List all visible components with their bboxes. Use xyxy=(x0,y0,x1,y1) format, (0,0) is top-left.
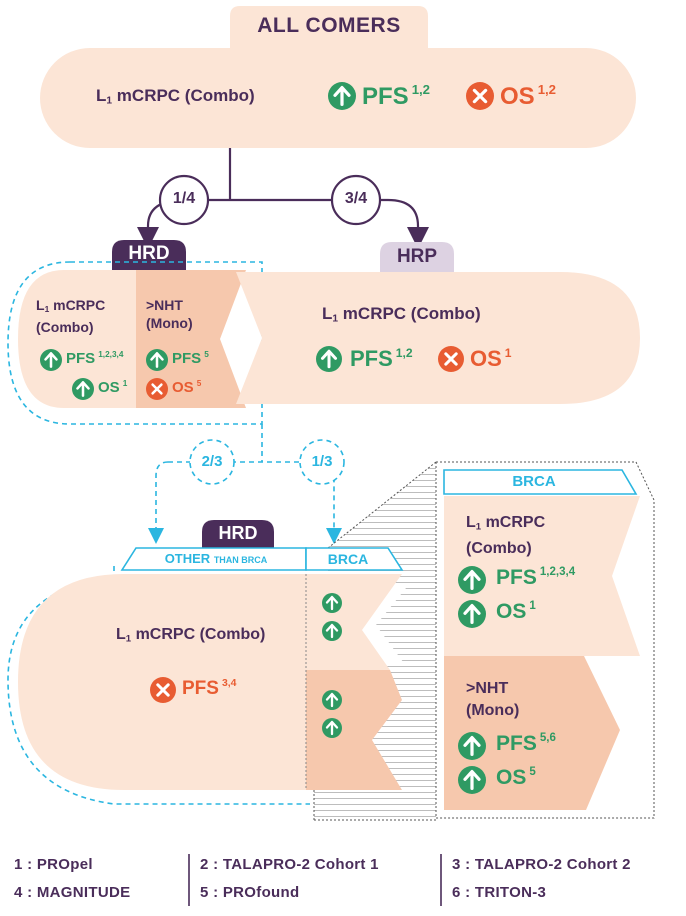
fraction-bubble-3-4 xyxy=(330,174,382,226)
other-than-brca-tab-label: OTHER THAN BRCA xyxy=(164,551,268,566)
hrd-mono-title: >NHT (Mono) xyxy=(146,297,193,331)
arrow-up-circle-icon xyxy=(322,718,342,738)
brca-mono-title: >NHT (Mono) xyxy=(466,680,520,719)
hrp-population: L1 mCRPC (Combo) xyxy=(322,304,481,325)
x-circle-icon xyxy=(146,378,168,400)
fraction-bubble-2-3 xyxy=(189,439,235,485)
arrow-up-circle-icon xyxy=(322,593,342,613)
x-circle-icon xyxy=(438,346,464,372)
brca-detail-mono-box xyxy=(444,656,620,810)
legend-item: 2 : TALAPRO-2 Cohort 1 xyxy=(200,856,379,873)
split-connector-2 xyxy=(148,424,342,544)
brca-detail-tab-label: BRCA xyxy=(512,473,556,490)
hrd-combo-title: L1 mCRPC (Combo) xyxy=(36,297,106,336)
x-circle-icon xyxy=(150,677,176,703)
hrp-box xyxy=(236,272,640,404)
legend-item: 3 : TALAPRO-2 Cohort 2 xyxy=(452,856,631,873)
hrd-dashed-outline xyxy=(7,261,263,425)
arrow-up-circle-icon xyxy=(322,621,342,641)
detail-dotted-outline xyxy=(435,461,655,819)
hrd-mono-box xyxy=(136,270,246,408)
arrow-up-circle-icon xyxy=(322,690,342,710)
fraction-label-1-3: 1/3 xyxy=(311,453,333,470)
hrd-combo-box xyxy=(18,270,136,408)
all-comers-header: ALL COMERS xyxy=(257,14,401,37)
arrow-up-circle-icon xyxy=(458,732,486,760)
legend-item: 6 : TRITON-3 xyxy=(452,884,547,901)
arrow-up-circle-icon xyxy=(458,600,486,628)
arrow-up-circle-icon xyxy=(146,349,168,371)
brca-combo-title: L1 mCRPC (Combo) xyxy=(466,514,546,558)
brca-small-tab xyxy=(305,547,404,571)
hrd-sub-badge-shape xyxy=(202,520,274,548)
fraction-label-3-4: 3/4 xyxy=(344,190,368,207)
arrow-up-circle-icon xyxy=(40,349,62,371)
x-circle-icon xyxy=(466,82,494,110)
legend-item: 1 : PROpel xyxy=(14,856,93,873)
brca-detail-tab xyxy=(443,469,638,495)
hrd-badge-shape xyxy=(112,240,186,270)
fraction-bubble-1-4 xyxy=(158,174,210,226)
hrd-sub-dashed-outline xyxy=(7,566,310,805)
brca-small-tab-label: BRCA xyxy=(327,551,369,567)
arrow-up-circle-icon xyxy=(316,346,342,372)
legend-item: 4 : MAGNITUDE xyxy=(14,884,131,901)
arrow-up-circle-icon xyxy=(328,82,356,110)
hrd-sub-badge: HRD xyxy=(218,523,258,543)
arrow-up-circle-icon xyxy=(458,566,486,594)
hrd-badge: HRD xyxy=(128,243,170,264)
brca-detail-combo-box xyxy=(444,496,640,656)
legend-item: 5 : PROfound xyxy=(200,884,300,901)
fraction-label-2-3: 2/3 xyxy=(201,453,223,470)
arrow-up-circle-icon xyxy=(458,766,486,794)
fraction-bubble-1-3 xyxy=(299,439,345,485)
all-comers-population: L1 mCRPC (Combo) xyxy=(96,86,255,107)
all-comers-tab xyxy=(230,6,428,50)
hrd-sub-population: L1 mCRPC (Combo) xyxy=(116,626,266,645)
fraction-label-1-4: 1/4 xyxy=(172,190,196,207)
hrp-badge: HRP xyxy=(396,246,438,267)
arrow-up-circle-icon xyxy=(72,378,94,400)
hrp-badge-shape xyxy=(380,242,454,274)
